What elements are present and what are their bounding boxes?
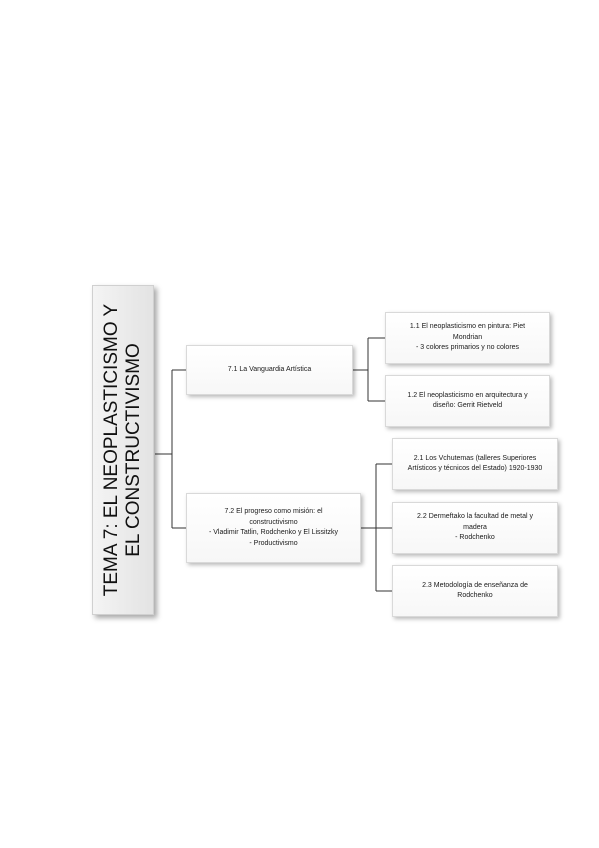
node-7-2-line-1: 7.2 El progreso como misión: el [224, 508, 323, 515]
node-7-2-line-4: - Productivismo [249, 539, 298, 547]
main-title-line-2: EL CONSTRUCTIVISMO [123, 343, 144, 557]
node-2-3-line-2: Rodchenko [457, 592, 493, 599]
connector-72-children [361, 463, 392, 592]
node-2-1-line-1: 2.1 Los Vchutemas (talleres Superiores [413, 454, 537, 462]
main-title: TEMA 7: EL NEOPLASTICISMO Y EL CONSTRUCT… [101, 285, 145, 615]
node-2-1-line-2: Artísticos y técnicos del Estado) 1920-1… [407, 465, 543, 472]
node-7-2-line-3: - Vladimir Tatlin, Rodchenko y El Lissit… [208, 529, 339, 536]
connector-71-children [353, 337, 385, 402]
node-2-2-line-3: - Rodchenko [455, 534, 495, 542]
node-1-1-line-1: 1.1 El neoplasticismo en pintura: Piet [409, 323, 526, 331]
node-7-2-constructivismo: 7.2 El progreso como misión: el construc… [186, 493, 361, 563]
node-7-2-line-2: constructivismo [249, 518, 298, 526]
node-1-2-arquitectura: 1.2 El neoplasticismo en arquitectura y … [385, 375, 550, 427]
node-1-2-line-1: 1.2 El neoplasticismo en arquitectura y [407, 391, 528, 399]
node-1-1-line-2: Mondrian [452, 333, 483, 341]
node-2-3-line-1: 2.3 Metodología de enseñanza de [422, 581, 528, 589]
node-7-1-vanguardia: 7.1 La Vanguardia Artística [186, 345, 353, 395]
main-title-box: TEMA 7: EL NEOPLASTICISMO Y EL CONSTRUCT… [92, 285, 154, 615]
node-2-3-metodologia: 2.3 Metodología de enseñanza de Rodchenk… [392, 565, 558, 617]
node-2-2-facultad: 2.2 Dermeftako la facultad de metal y ma… [392, 502, 558, 554]
connector-root-trunk [155, 369, 186, 529]
node-2-1-vchutemas: 2.1 Los Vchutemas (talleres Superiores A… [392, 438, 558, 490]
node-1-1-pintura: 1.1 El neoplasticismo en pintura: Piet M… [385, 312, 550, 364]
main-title-line-1: TEMA 7: EL NEOPLASTICISMO Y [101, 303, 122, 597]
node-2-2-line-2: madera [463, 523, 487, 531]
node-1-1-line-3: - 3 colores primarios y no colores [415, 344, 520, 352]
node-7-1-line-1: 7.1 La Vanguardia Artística [227, 365, 312, 373]
node-1-2-line-2: diseño: Gerrit Rietveld [432, 402, 503, 409]
node-2-2-line-1: 2.2 Dermeftako la facultad de metal y [417, 513, 533, 521]
